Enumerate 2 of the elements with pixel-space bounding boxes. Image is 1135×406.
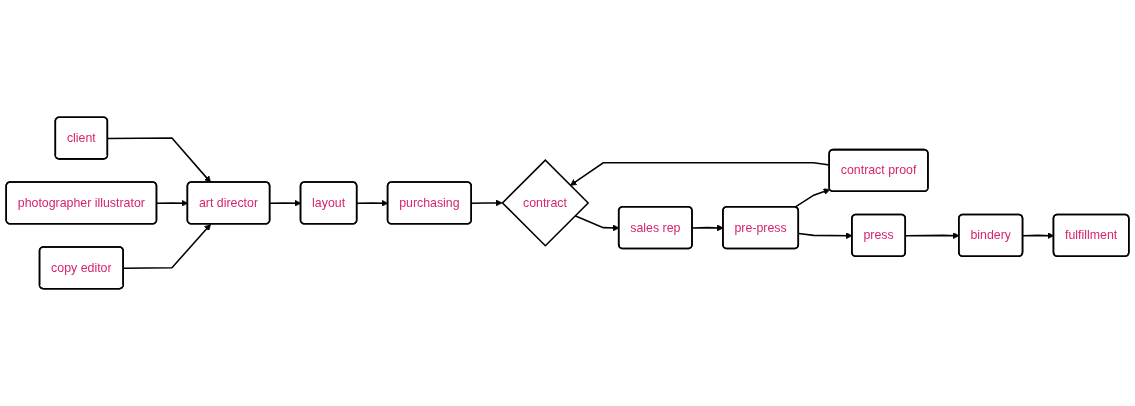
arrow [794,188,831,209]
node-diamond: contract [501,159,590,247]
